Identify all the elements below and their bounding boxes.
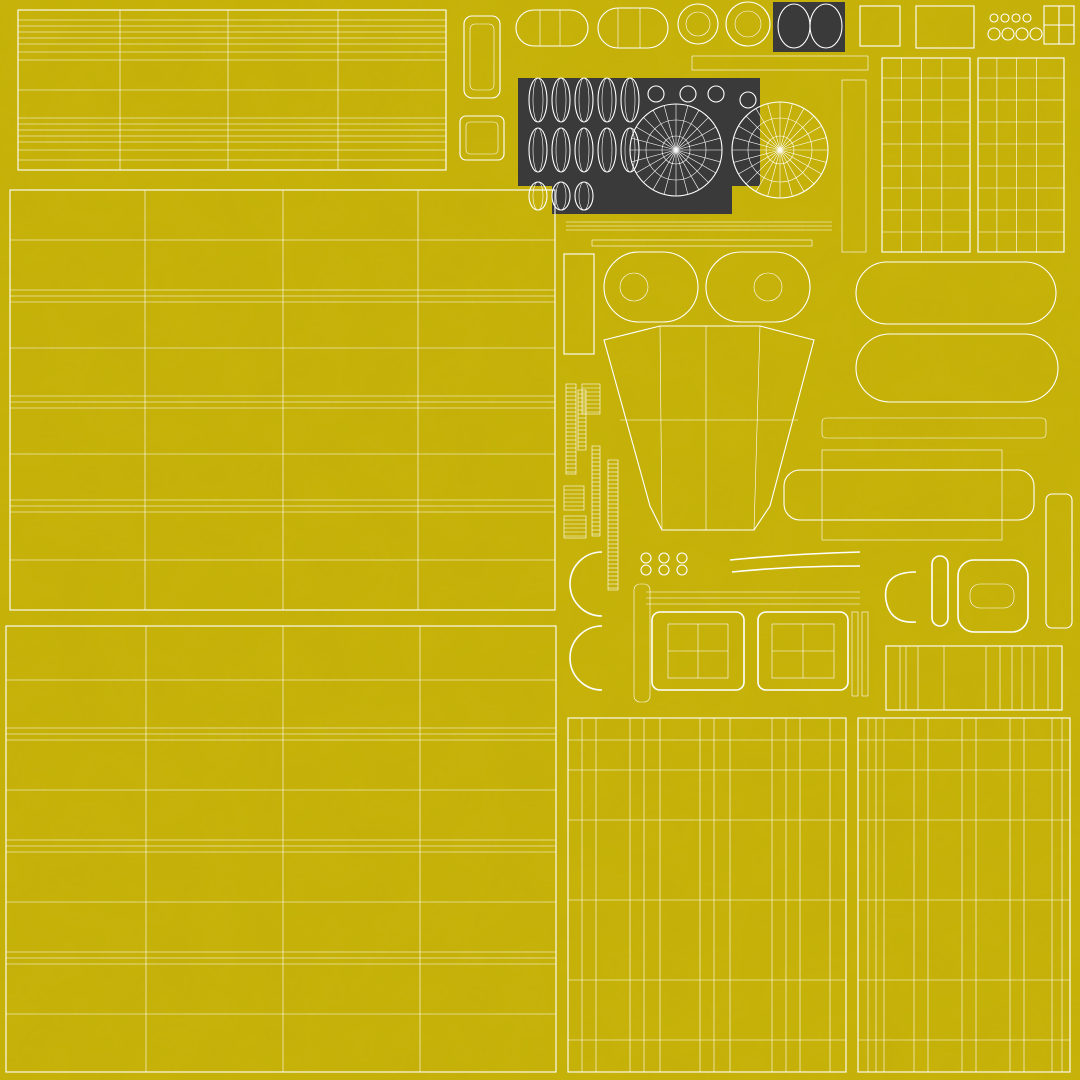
uv-island-trapezoid	[603, 325, 815, 531]
uv-island-radial-circles	[629, 101, 829, 199]
uv-island-capsules	[563, 251, 1059, 541]
uv-island-middle-left-panel	[9, 189, 556, 611]
uv-island-top-left-panel	[17, 9, 447, 171]
uv-island-small-top-pieces	[459, 1, 1075, 161]
uv-island-small-strips	[563, 383, 688, 591]
uv-island-tiny-circles	[987, 13, 1043, 41]
uv-island-long-bars	[566, 55, 869, 253]
uv-island-bottom-left-panel	[5, 625, 557, 1073]
uv-island-striped-rect	[885, 645, 1063, 711]
uv-island-frames	[569, 493, 1073, 703]
uv-island-bottom-right-panels	[567, 717, 1071, 1073]
uv-island-right-grids	[881, 57, 1065, 253]
